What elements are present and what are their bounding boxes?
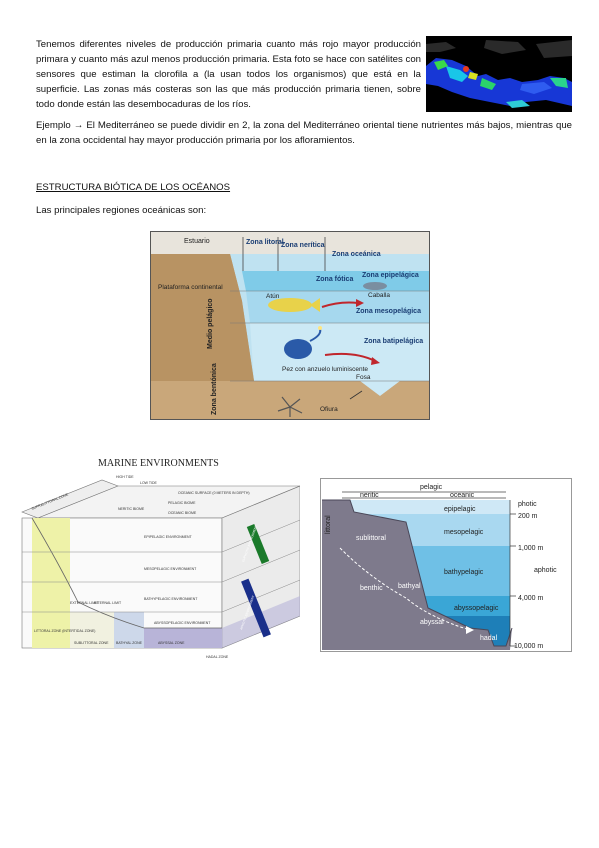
label-internal-limit: INTERNAL LIMIT [94,601,122,605]
label-photic: photic [518,501,537,508]
label-estuario: Estuario [184,238,210,245]
intro-paragraph: Tenemos diferentes niveles de producción… [36,39,421,110]
label-littoral-zone: LITTORAL ZONE (INTERTIDAL ZONE) [34,629,95,633]
pelagic-benthic-zones-diagram: pelagic neritic oceanic photic 200 m lit… [320,478,572,652]
label-zona-neritica: Zona nerítica [281,242,325,249]
label-fosa: Fosa [356,374,371,381]
example-paragraph: Ejemplo → El Mediterráneo se puede divid… [36,120,572,146]
label-zona-batipelagica: Zona batipelágica [364,338,423,345]
label-external-limit: EXTERNAL LIMIT [70,601,99,605]
label-1000m: 1,000 m [518,545,543,552]
label-plataforma: Plataforma continental [158,284,223,291]
label-epipelagic-env: EPIPELAGIC ENVIRONMENT [144,535,193,539]
label-benthic: benthic [360,585,383,592]
label-aphotic: aphotic [534,567,557,574]
label-littoral: littoral [325,515,332,534]
label-oceanic-biome: OCEANIC BIOME [168,511,197,515]
label-200m: 200 m [518,513,538,520]
section-lead: Las principales regiones oceánicas son: [36,205,207,216]
label-caballa: Caballa [368,292,390,299]
label-zona-oceanica: Zona oceánica [332,251,381,258]
label-zona-epipelagica: Zona epipelágica [362,272,419,279]
label-pelagic-biome: PELAGIC BIOME [168,501,196,505]
label-10000m: 10,000 m [514,643,543,650]
ocean-regions-diagram: Estuario Zona litoral Zona nerítica Zona… [150,231,430,420]
label-sublittoral-zone: SUBLITTORAL ZONE [74,641,109,645]
label-bathyal: bathyal [398,583,421,590]
label-oceanic-surface: OCEANIC SURFACE (0 METERS IN DEPTH) [178,491,250,495]
label-mesopelagic: mesopelagic [444,529,484,536]
satellite-chlorophyll-image [426,36,572,112]
label-hadal-zone: HADAL ZONE [206,655,229,659]
label-abyssal: abyssal [420,619,444,626]
label-bathypelagic: bathypelagic [444,569,484,576]
label-4000m: 4,000 m [518,595,543,602]
label-oceanic: oceanic [450,492,475,499]
label-bathyal-zone: BATHYAL ZONE [116,641,143,645]
label-abyssal-zone: ABYSSAL ZONE [158,641,185,645]
label-bathypelagic-env: BATHYPELAGIC ENVIRONMENT [144,597,198,601]
label-epipelagic: epipelagic [444,506,476,513]
section-heading: ESTRUCTURA BIÓTICA DE LOS OCÉANOS [36,182,231,193]
marine-environments-title: MARINE ENVIRONMENTS [98,458,219,469]
label-zona-bentonica: Zona bentónica [211,363,218,415]
label-abyssopelagic-env: ABYSSOPELAGIC ENVIRONMENT [154,621,211,625]
label-neritic-biome: NERITIC BIOME [118,507,145,511]
label-atun: Atún [266,293,280,300]
label-hadal: hadal [480,635,498,642]
marine-environments-diagram: MARINE ENVIRONMENTS HIGH TIDE LO [18,452,301,664]
label-zona-mesopelagica: Zona mesopelágica [356,308,421,315]
label-ofiura: Ofiura [320,406,338,413]
label-high-tide: HIGH TIDE [116,475,134,479]
label-sublittoral: sublittoral [356,535,386,542]
label-mesopelagic-env: MESOPELAGIC ENVIRONMENT [144,567,197,571]
label-low-tide: LOW TIDE [140,481,158,485]
label-abyssopelagic: abyssopelagic [454,605,499,612]
label-pelagic: pelagic [420,484,443,491]
label-medio-pelagico: Medio pelágico [207,298,214,349]
label-neritic: neritic [360,492,379,499]
label-zona-litoral: Zona litoral [246,239,284,246]
label-zona-fotica: Zona fótica [316,276,353,283]
label-pez: Pez con anzuelo luminiscente [282,366,368,373]
